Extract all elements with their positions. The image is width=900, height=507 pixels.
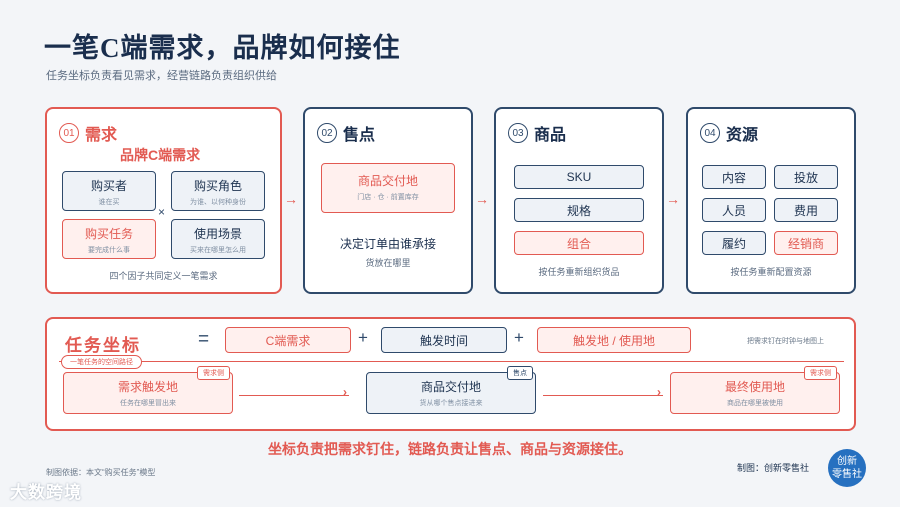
node-tag: 需求侧	[197, 366, 230, 380]
resource-cost: 费用	[774, 198, 838, 222]
card-title: 需求	[85, 127, 118, 144]
path-divider	[59, 361, 844, 362]
resource-staff: 人员	[702, 198, 766, 222]
brand-badge-logo: 创新零售社	[828, 449, 866, 487]
card-title: 商品	[534, 127, 567, 144]
card-outlet: 02 售点 商品交付地门店 · 仓 · 前置库存 决定订单由谁承接 货放在哪里	[303, 107, 473, 294]
factor-task: 购买任务要完成什么事	[62, 219, 156, 259]
resource-fulfillment: 履约	[702, 231, 766, 255]
arrow-right-icon: →	[284, 191, 298, 207]
arrow-head-icon: ›	[343, 385, 347, 399]
factor-buyer: 购买者谁在买	[62, 171, 156, 211]
credit-text: 制图：创新零售社	[737, 463, 810, 473]
card-caption: 按任务重新配置资源	[730, 267, 812, 277]
plus-sign: +	[358, 328, 368, 347]
source-note: 制图依据：本文“购买任务”模型	[46, 468, 156, 477]
arrow-right-icon	[543, 382, 663, 396]
product-item-bundle: 组合	[514, 231, 644, 255]
outlet-sub-text: 货放在哪里	[365, 258, 411, 268]
card-resources: 04 资源 内容 投放 人员 费用 履约 经销商 按任务重新配置资源	[686, 107, 856, 294]
card-title: 售点	[343, 127, 376, 144]
cross-icon: ×	[158, 205, 166, 219]
path-label: 一笔任务的空间路径	[61, 355, 142, 369]
card-caption: 按任务重新组织货品	[538, 267, 620, 277]
arrow-right-icon	[239, 382, 349, 396]
product-item-sku: SKU	[514, 165, 644, 189]
card-number: 01	[59, 123, 79, 143]
factor-scene: 使用场景买来在哪里怎么用	[171, 219, 265, 259]
card-title: 资源	[726, 127, 759, 144]
delivery-point-box: 商品交付地门店 · 仓 · 前置库存	[321, 163, 455, 213]
resource-distributor: 经销商	[774, 231, 838, 255]
conclusion-text: 坐标负责把需求钉住，链路负责让售点、商品与资源接住。	[268, 443, 632, 458]
outlet-main-text: 决定订单由谁承接	[339, 237, 436, 251]
factor-c-demand: C端需求	[225, 327, 351, 353]
card-number: 02	[317, 123, 337, 143]
page-subtitle: 任务坐标负责看见需求，经营链路负责组织供给	[46, 70, 277, 82]
task-coordinate-panel: 任务坐标 = C端需求 + 触发时间 + 触发地 / 使用地 把需求钉在时钟与地…	[45, 317, 856, 431]
arrow-right-icon: →	[475, 191, 489, 207]
node-tag: 售点	[507, 366, 533, 380]
equals-sign: =	[198, 329, 210, 350]
card-highlight: 品牌C端需求	[120, 147, 201, 163]
card-demand: 01 需求 品牌C端需求 购买者谁在买 购买角色为谁、以何种身份 购买任务要完成…	[45, 107, 282, 294]
factor-role: 购买角色为谁、以何种身份	[171, 171, 265, 211]
factor-trigger-time: 触发时间	[381, 327, 507, 353]
coord-note: 把需求钉在时钟与地图上	[747, 338, 824, 345]
watermark-logo: 大数跨境	[10, 483, 82, 502]
card-product: 03 商品 SKU 规格 组合 按任务重新组织货品	[494, 107, 664, 294]
resource-ads: 投放	[774, 165, 838, 189]
arrow-right-icon: →	[666, 191, 680, 207]
resource-content: 内容	[702, 165, 766, 189]
arrow-head-icon: ›	[657, 385, 661, 399]
product-item-spec: 规格	[514, 198, 644, 222]
card-number: 04	[700, 123, 720, 143]
page-title: 一笔C端需求，品牌如何接住	[44, 33, 401, 63]
card-caption: 四个因子共同定义一笔需求	[109, 271, 218, 281]
factor-place: 触发地 / 使用地	[537, 327, 691, 353]
card-number: 03	[508, 123, 528, 143]
plus-sign: +	[514, 328, 524, 347]
node-tag: 需求侧	[804, 366, 837, 380]
coord-label: 任务坐标	[65, 336, 141, 355]
